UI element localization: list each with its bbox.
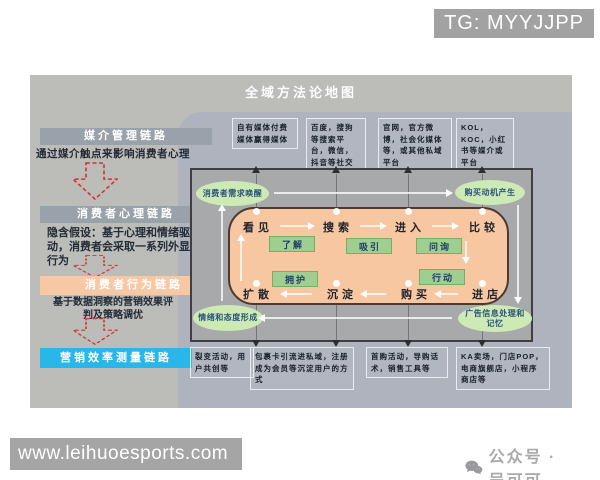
diagram-title: 全域方法论地图: [244, 85, 357, 100]
arrow-right-icon: [446, 189, 453, 197]
stage-enter-store: 进店: [472, 289, 502, 301]
node-need-awakening: 消费者需求唤醒: [196, 181, 269, 206]
flow-line-need-to-motive: [274, 192, 448, 194]
node-dot: [405, 208, 412, 215]
flow-spread-up-see: [240, 241, 242, 281]
node-emotion-attitude: 情绪和态度形成: [193, 305, 263, 331]
node-ad-memory: 广告信息处理和记忆: [458, 305, 532, 332]
arrowhead-up-icon: [332, 166, 340, 173]
node-dot: [479, 280, 486, 287]
arrowhead-down-icon: [252, 340, 260, 347]
arrow-left-icon: [434, 290, 441, 298]
chain-desc-psychology: 隐含假设：基于心理和情绪驱动，消费者会采取一系列外显行为: [47, 227, 190, 267]
stage-compare: 比较: [469, 222, 499, 234]
wechat-watermark: 公众号 · 吴可可: [465, 443, 572, 480]
arrow-left-icon: [280, 290, 287, 298]
media-box-kol-koc: KOL，KOC，小红书等媒介或平台: [456, 118, 514, 173]
flow-settle-spread: [284, 293, 312, 295]
chip-advocate: 拥护: [272, 271, 318, 287]
flow-see-search: [280, 225, 310, 227]
node-dot: [479, 208, 486, 215]
chip-attract: 吸引: [346, 238, 392, 254]
chip-inquire: 问询: [416, 238, 462, 254]
site-watermark: www.leihuoesports.com: [10, 438, 242, 470]
chip-understand: 了解: [269, 236, 315, 252]
arrow-up-icon: [237, 234, 245, 241]
stage-spread: 扩散: [243, 289, 273, 301]
node-dot: [253, 280, 260, 287]
tactic-box-fission: 裂变活动，用户共创等: [190, 347, 254, 379]
wechat-icon: [465, 460, 483, 474]
media-box-owned-paid-earned: 自有媒体付费媒体赢得媒体: [232, 118, 298, 150]
chain-bar-media-management: 媒介管理链路: [40, 128, 212, 145]
flow-store-buy: [438, 293, 458, 295]
arrowhead-down-icon: [478, 340, 486, 347]
flow-line-memory-to-emotion: [264, 317, 452, 319]
media-box-private-domain: 官网，官方微博，社会化媒体等，或其他私域平台: [378, 118, 452, 173]
chain-bar-marketing-measurement: 营销效率测量链路: [40, 348, 192, 368]
arrow-right-icon: [380, 222, 387, 230]
chain-desc-behavior: 基于数据洞察的营销效果评判及策略调优: [53, 297, 173, 321]
chain-bar-consumer-behavior: 消费者行为链路: [40, 276, 228, 295]
arrow-right-icon: [452, 222, 459, 230]
arrow-left-icon: [258, 314, 265, 322]
arrowhead-up-icon: [404, 166, 412, 173]
red-down-arrow-1: [72, 162, 118, 200]
red-down-arrow-2: [72, 255, 118, 278]
tactic-box-retail: KA卖场，门店POP，电商旗舰店，小程序商店等: [456, 347, 550, 390]
arrowhead-up-icon: [478, 166, 486, 173]
arrow-right-icon: [308, 222, 315, 230]
arrow-down-icon: [514, 297, 522, 304]
arrow-left-icon: [360, 290, 367, 298]
stage-settle: 沉淀: [327, 289, 357, 301]
arrowhead-down-icon: [332, 340, 340, 347]
stage-enter: 进入: [395, 222, 425, 234]
flow-compare-down: [465, 241, 467, 257]
node-purchase-motivation: 购买动机产生: [455, 180, 525, 205]
chain-desc-media: 通过媒介触点来影响消费者心理: [36, 148, 190, 160]
arrow-up-icon: [218, 204, 226, 211]
flow-buy-settle: [364, 293, 386, 295]
node-dot: [253, 208, 260, 215]
flow-line-down-right: [517, 205, 519, 297]
arrow-down-icon: [462, 257, 470, 264]
flow-search-enter: [360, 225, 382, 227]
tactic-box-first-purchase: 首购活动，导购话术，销售工具等: [366, 347, 448, 379]
chip-act: 行动: [419, 269, 465, 285]
stage-buy: 购买: [401, 289, 431, 301]
tactic-box-private-domain: 包裹卡引流进私域，注册成为会员等沉淀用户的方式: [250, 347, 354, 390]
chain-bar-consumer-psychology: 消费者心理链路: [40, 206, 212, 223]
node-dot: [333, 280, 340, 287]
diagram-canvas: 全域方法论地图 媒介管理链路 通过媒介触点来影响消费者心理 消费者心理链路 隐含…: [30, 75, 572, 480]
stage-search: 搜索: [323, 222, 353, 234]
node-dot: [405, 280, 412, 287]
flow-line-up-left: [221, 211, 223, 301]
node-dot: [333, 208, 340, 215]
arrowhead-down-icon: [404, 340, 412, 347]
consumer-journey-box: [228, 207, 509, 305]
tg-watermark: TG: MYYJJPP: [434, 9, 594, 38]
wechat-watermark-text: 公众号 · 吴可可: [488, 449, 557, 480]
flow-enter-compare: [432, 225, 454, 227]
stage-see: 看见: [243, 222, 273, 234]
arrowhead-up-icon: [252, 166, 260, 173]
red-down-arrow-3: [72, 318, 118, 345]
